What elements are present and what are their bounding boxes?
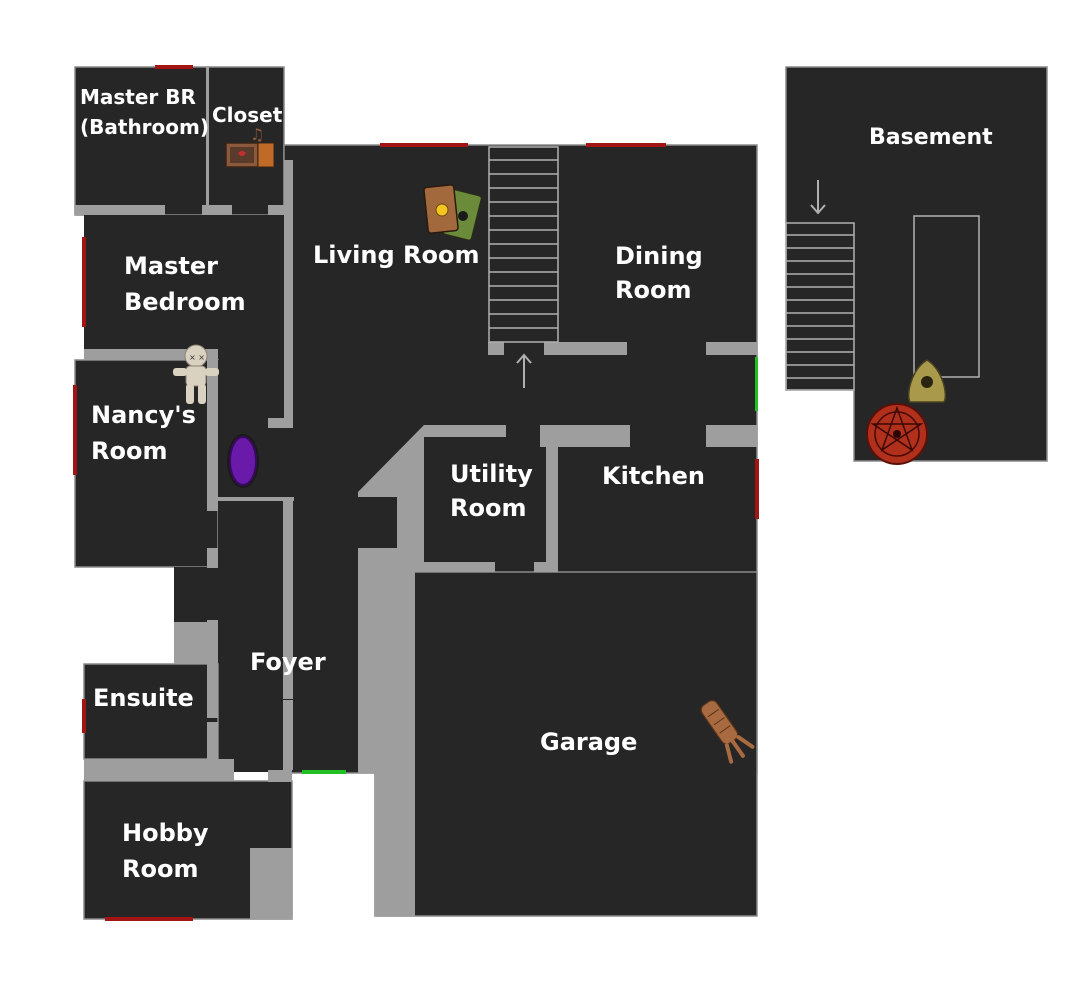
wall: [424, 425, 506, 437]
wall: [202, 205, 232, 215]
wall: [268, 205, 284, 215]
stairs-up-arrow-icon: [516, 353, 532, 388]
closet-floor[interactable]: [207, 66, 285, 216]
svg-text:× ×: × ×: [189, 353, 205, 362]
music-box-icon[interactable]: ♫: [225, 125, 275, 168]
wall: [488, 342, 504, 355]
wall: [207, 722, 218, 780]
wall: [207, 548, 218, 568]
wall: [284, 160, 293, 425]
tarot-cards-icon[interactable]: [423, 184, 483, 242]
master-bedroom-floor[interactable]: [84, 215, 284, 360]
voodoo-doll-icon[interactable]: × ×: [173, 344, 219, 404]
wall: [706, 342, 757, 355]
window: [586, 143, 666, 147]
wall: [415, 562, 495, 572]
ensuite-label: Ensuite: [93, 684, 194, 712]
basement-label: Basement: [869, 125, 993, 150]
wall: [218, 497, 294, 501]
floor-areas: [74, 66, 1048, 920]
wall: [84, 759, 234, 781]
wall: [283, 700, 293, 770]
wall: [207, 349, 218, 511]
svg-text:♫: ♫: [250, 125, 264, 144]
main-staircase[interactable]: [488, 146, 559, 343]
window: [73, 385, 77, 475]
summoning-circle-icon[interactable]: [866, 403, 928, 465]
window: [82, 699, 86, 733]
exterior-doors: [302, 357, 758, 774]
haunted-mirror-icon[interactable]: [227, 434, 259, 488]
wall: [283, 497, 293, 699]
basement-table: [913, 215, 980, 378]
wall: [358, 492, 398, 497]
wall: [534, 562, 558, 572]
wall: [207, 620, 218, 718]
wall: [540, 425, 630, 447]
wall: [706, 425, 757, 447]
wall: [250, 848, 292, 919]
window: [380, 143, 468, 147]
wall: [268, 418, 293, 428]
wall: [358, 425, 424, 562]
basement-staircase[interactable]: [785, 222, 855, 391]
wall: [546, 437, 558, 572]
wall: [358, 548, 398, 562]
wall: [268, 770, 292, 782]
wall: [84, 349, 218, 360]
monkey-paw-icon[interactable]: [696, 696, 755, 764]
garage-label: Garage: [540, 728, 637, 756]
ouija-planchette-icon[interactable]: [907, 359, 947, 403]
wall: [358, 562, 424, 916]
exterior-door[interactable]: [755, 357, 758, 411]
wall: [544, 342, 627, 355]
window: [155, 65, 193, 69]
window: [82, 237, 86, 327]
window: [105, 917, 193, 921]
wall: [206, 67, 209, 205]
window: [755, 459, 759, 519]
living-room-label: Living Room: [313, 241, 479, 269]
wall: [75, 205, 165, 215]
exterior-door[interactable]: [302, 770, 346, 774]
windows: [73, 65, 759, 921]
nancys-room-floor[interactable]: [74, 359, 219, 568]
foyer-label: Foyer: [250, 648, 326, 676]
stairs-down-arrow-icon: [810, 180, 826, 215]
walls: [75, 67, 757, 919]
master-bathroom-floor[interactable]: [74, 66, 209, 216]
master-bathroom-label: Master BR(Bathroom): [80, 85, 209, 139]
closet-label: Closet: [212, 103, 283, 127]
garage-floor[interactable]: [374, 571, 758, 917]
kitchen-label: Kitchen: [602, 462, 705, 490]
